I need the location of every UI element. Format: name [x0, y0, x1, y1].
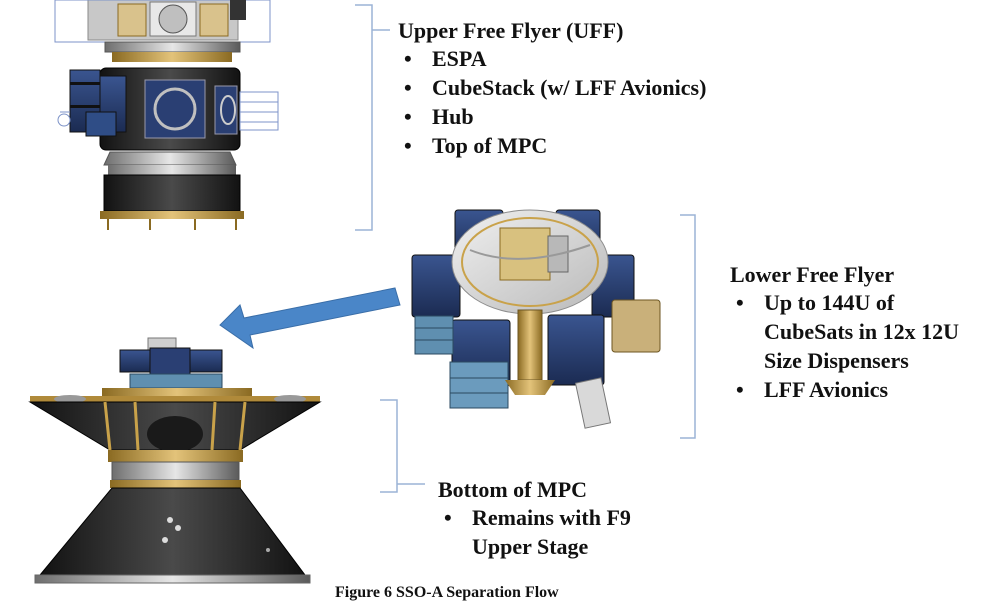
lower-free-flyer-list: Up to 144U of CubeSats in 12x 12U Size D…	[730, 288, 990, 404]
bottom-mpc-title: Bottom of MPC	[438, 477, 588, 502]
upper-free-flyer-label: Upper Free Flyer (UFF) ESPA CubeStack (w…	[398, 18, 706, 160]
upper-bracket	[355, 4, 390, 231]
lower-free-flyer-title: Lower Free Flyer	[730, 262, 895, 287]
list-item: LFF Avionics	[730, 375, 990, 404]
lower-bracket	[680, 214, 696, 439]
bottom-mpc-illustration	[28, 337, 322, 584]
bottom-mpc-label: Bottom of MPC Remains with F9 Upper Stag…	[438, 477, 698, 561]
list-item: ESPA	[398, 44, 706, 73]
separation-arrow	[219, 287, 401, 350]
list-item: Remains with F9 Upper Stage	[438, 503, 662, 561]
bottom-mpc-list: Remains with F9 Upper Stage	[438, 503, 698, 561]
figure-caption: Figure 6 SSO-A Separation Flow	[335, 584, 559, 601]
upper-free-flyer-list: ESPA CubeStack (w/ LFF Avionics) Hub Top…	[398, 44, 706, 160]
lower-free-flyer-label: Lower Free Flyer Up to 144U of CubeSats …	[730, 262, 990, 404]
list-item: Up to 144U of CubeSats in 12x 12U Size D…	[730, 288, 982, 375]
list-item: Hub	[398, 102, 706, 131]
upper-free-flyer-illustration	[54, 0, 279, 230]
list-item: Top of MPC	[398, 131, 706, 160]
upper-free-flyer-title: Upper Free Flyer (UFF)	[398, 18, 624, 43]
bottom-bracket	[380, 399, 425, 493]
list-item: CubeStack (w/ LFF Avionics)	[398, 73, 706, 102]
lower-free-flyer-illustration	[411, 209, 661, 429]
